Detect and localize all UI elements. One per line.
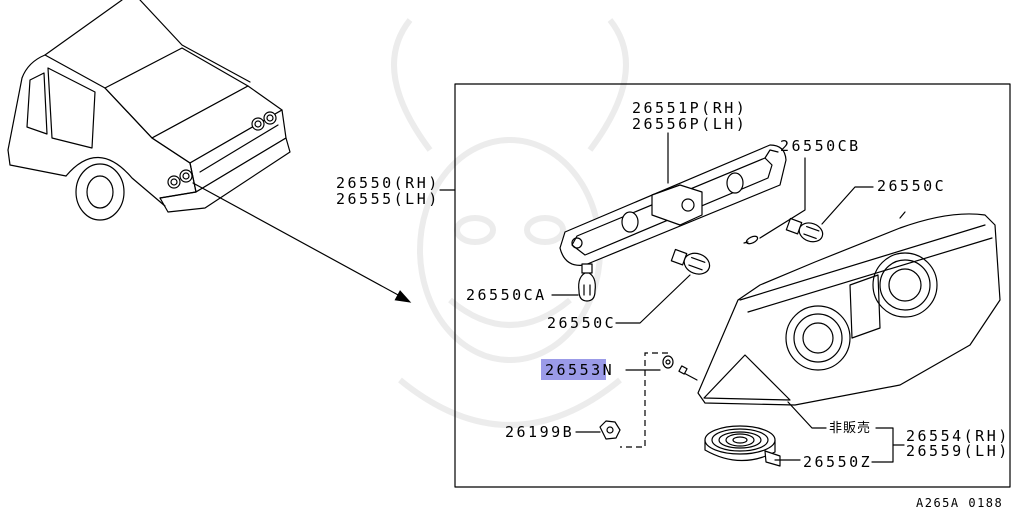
not-for-sale-note: 非販売 [829, 420, 871, 436]
part-label-26550c-upper[interactable]: 26550C [877, 177, 946, 195]
lens-outer [872, 252, 938, 318]
reflector-grid [849, 274, 881, 339]
part-label-26199b[interactable]: 26199B [505, 423, 574, 441]
bulb-26550c-lower [670, 248, 711, 275]
socket-plate [559, 144, 787, 266]
part-highlight [541, 359, 606, 380]
tail-lamp-left [179, 169, 193, 183]
part-label-26555-lh[interactable]: 26555(LH) [336, 190, 440, 208]
bulb-26550cb [743, 235, 759, 245]
tail-lamp-left [167, 175, 181, 189]
figure-code: A265A 0188 [916, 496, 1003, 510]
part-label-26556p-lh[interactable]: 26556P(LH) [632, 115, 747, 133]
side-window [47, 67, 96, 149]
gasket-26550z [704, 425, 781, 467]
nut-26199b [599, 420, 621, 440]
part-label-26550z[interactable]: 26550Z [803, 453, 872, 471]
part-label-26559-lh[interactable]: 26559(LH) [906, 442, 1010, 460]
detail-frame [454, 83, 1011, 488]
tail-lamp-right [263, 111, 277, 125]
screw-26553n [662, 355, 698, 381]
rear-wheel [75, 163, 125, 221]
side-window [26, 72, 48, 135]
dashed-bracket [620, 352, 668, 448]
tail-lamp-right [251, 117, 265, 131]
bulb-26550ca [578, 263, 596, 302]
leader-lines [439, 132, 905, 463]
part-label-26553n[interactable]: 26553N [545, 361, 614, 379]
part-label-26550cb[interactable]: 26550CB [780, 137, 861, 155]
part-label-26550c-lower[interactable]: 26550C [547, 314, 616, 332]
car-illustration [7, 0, 291, 221]
lamp-housing [697, 211, 1001, 406]
lens-inner [785, 305, 851, 371]
part-label-26551p-rh[interactable]: 26551P(RH) [632, 99, 747, 117]
part-label-26554-rh[interactable]: 26554(RH) [906, 427, 1010, 445]
connector [651, 184, 703, 226]
part-label-26550-rh[interactable]: 26550(RH) [336, 174, 440, 192]
bulb-26550c-upper [785, 217, 824, 243]
part-label-26550ca[interactable]: 26550CA [466, 286, 547, 304]
reflector-grid [703, 354, 791, 401]
pointer-arrow [192, 182, 412, 303]
